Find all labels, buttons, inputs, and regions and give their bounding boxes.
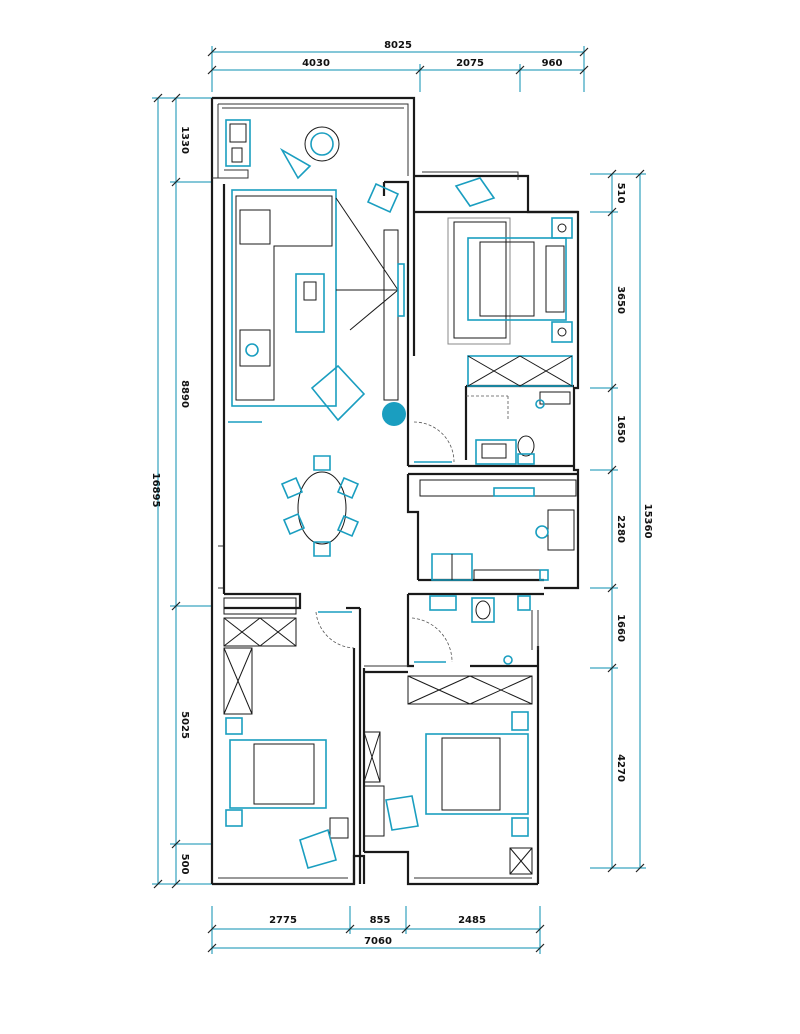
toilet-2-icon [471, 597, 495, 623]
dining-area [280, 455, 360, 557]
bed-3-icon [425, 733, 529, 815]
shelf-icon [223, 597, 297, 615]
dim-right-3: 1650 [615, 415, 626, 443]
exterior-walls [210, 96, 580, 886]
dim-right-5: 1660 [615, 614, 626, 642]
dim-bottom-3: 2485 [458, 915, 486, 926]
bedroom-2 [223, 597, 349, 869]
plant-icon [382, 402, 406, 426]
dim-left-2: 8890 [179, 380, 190, 408]
toilet-icon [517, 435, 535, 457]
dim-left-3: 5025 [179, 711, 190, 739]
dim-top-3: 960 [542, 58, 563, 69]
vanity-2-icon [429, 595, 457, 611]
dim-right-total: 15360 [642, 504, 653, 539]
interior-walls [224, 176, 578, 884]
tv-cabinet-icon [383, 229, 399, 401]
lounge-chair-icon [454, 177, 496, 207]
sink-icon [547, 509, 575, 551]
desk-chair-3-icon [385, 795, 419, 831]
dim-right-6: 4270 [615, 754, 626, 782]
dimension-bottom: 2775 855 2485 7060 [207, 906, 545, 954]
armchair-icon [310, 364, 366, 422]
desk-chair-icon [299, 828, 337, 869]
dining-table-icon [297, 471, 347, 545]
kitchen [419, 479, 577, 581]
master-bedroom [447, 177, 573, 387]
rug-icon [447, 217, 511, 345]
armchair-small-icon [366, 182, 400, 214]
vanity-icon [475, 439, 517, 465]
doors [228, 395, 509, 663]
round-table-icon [304, 126, 340, 162]
dimension-top: 8025 4030 2075 960 [207, 40, 589, 92]
fridge-icon [431, 553, 473, 581]
bed-icon [467, 237, 567, 321]
wardrobe-2-icon [223, 617, 297, 647]
dimension-left: 16895 1330 8890 5025 500 [150, 93, 212, 889]
sofa-icon [231, 189, 337, 407]
dim-bottom-total: 7060 [364, 936, 392, 947]
bathroom-1 [475, 391, 571, 465]
washing-machine-icon [225, 119, 251, 167]
dim-bottom-1: 2775 [269, 915, 297, 926]
nightstand-icon [551, 217, 573, 239]
dimension-right: 510 3650 1650 2280 1660 4270 15360 [590, 169, 653, 873]
dim-top-1: 4030 [302, 58, 330, 69]
shelf-3-icon [363, 731, 381, 783]
dim-right-4: 2280 [615, 515, 626, 543]
balcony-top [225, 119, 340, 180]
bed-2-icon [229, 739, 327, 809]
chair-icon [279, 147, 312, 180]
bedroom-3 [363, 675, 533, 875]
dim-top-2: 2075 [456, 58, 484, 69]
dim-left-total: 16895 [150, 473, 161, 508]
coffee-table-icon [295, 273, 325, 333]
dim-right-1: 510 [615, 183, 626, 204]
shower-icon [539, 391, 571, 405]
dim-top-total: 8025 [384, 40, 412, 51]
wardrobe-3-icon [407, 675, 533, 705]
bathroom-2 [429, 595, 531, 665]
dim-left-1: 1330 [179, 126, 190, 154]
wardrobe-icon [467, 355, 573, 387]
living-room [231, 182, 406, 426]
dim-bottom-2: 855 [370, 915, 391, 926]
dim-left-4: 500 [179, 854, 190, 875]
dim-right-2: 3650 [615, 286, 626, 314]
